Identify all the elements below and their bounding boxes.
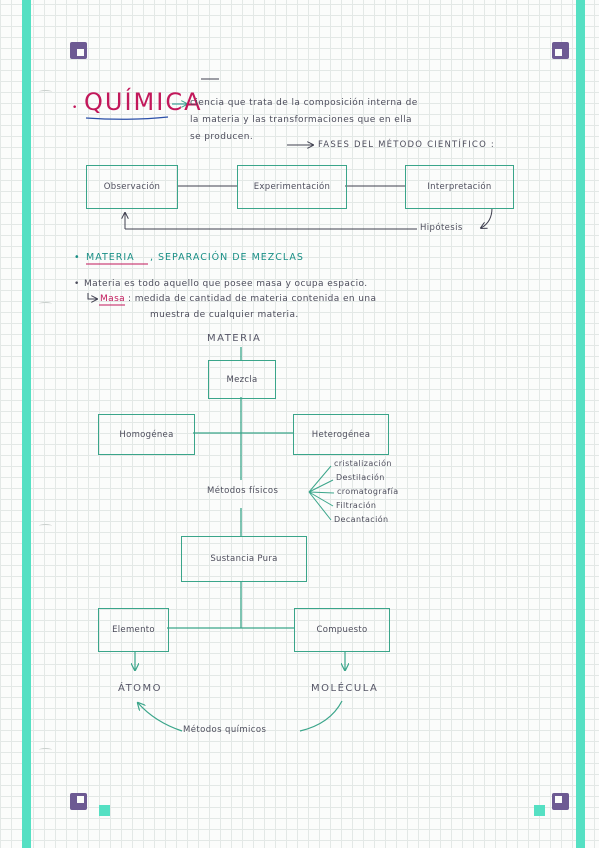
box-experimentacion: Experimentación [237, 165, 347, 209]
box-sustancia-pura-label: Sustancia Pura [210, 554, 278, 564]
corner-tab-bottom-left [70, 793, 87, 810]
physical-methods-label: Métodos físicos [207, 486, 279, 496]
box-homogenea-label: Homogénea [119, 429, 174, 440]
box-compuesto: Compuesto [294, 608, 390, 652]
intro-line-2: la materia y las transformaciones que en… [190, 115, 412, 125]
corner-tab-bottom-right [552, 793, 569, 810]
box-observacion: Observación [86, 165, 178, 209]
box-heterogenea: Heterogénea [293, 414, 389, 455]
box-mezcla: Mezcla [208, 360, 276, 399]
definition-bullet: • [74, 279, 80, 289]
left-margin-band [22, 0, 31, 848]
box-heterogenea-label: Heterogénea [311, 429, 371, 440]
method-cristalizacion: cristalización [334, 459, 392, 468]
box-sustancia-pura: Sustancia Pura [181, 536, 307, 582]
diagram-root-label: MATERIA [207, 333, 262, 344]
box-elemento-label: Elemento [112, 625, 155, 635]
corner-square-bottom-right [534, 805, 545, 816]
box-elemento: Elemento [98, 608, 169, 652]
hypothesis-label: Hipótesis [420, 223, 463, 233]
corner-square-bottom-left [99, 805, 110, 816]
mass-definition-line-2: muestra de cualquier materia. [150, 310, 299, 320]
box-compuesto-label: Compuesto [316, 625, 368, 635]
method-cromatografia: cromatografía [337, 487, 399, 496]
section-heading-separator: , [150, 252, 155, 263]
method-destilacion: Destilación [336, 473, 385, 482]
mass-definition-line-1: : medida de cantidad de materia contenid… [128, 294, 377, 304]
hole-mark [39, 748, 52, 752]
hole-mark [39, 524, 52, 528]
box-interpretacion-label: Interpretación [427, 182, 492, 192]
hole-mark [39, 302, 52, 306]
atom-label: ÁTOMO [118, 683, 163, 694]
chemical-methods-label: Métodos químicos [183, 725, 267, 735]
box-interpretacion: Interpretación [405, 165, 514, 209]
right-margin-band [576, 0, 585, 848]
definition-materia: Materia es todo aquello que posee masa y… [84, 279, 368, 289]
box-homogenea: Homogénea [98, 414, 195, 455]
intro-line-1: ciencia que trata de la composición inte… [190, 98, 418, 108]
method-heading: FASES DEL MÉTODO CIENTÍFICO : [318, 140, 495, 150]
page-title: QUÍMICA [84, 88, 203, 116]
corner-tab-top-left [70, 42, 87, 59]
method-filtracion: Filtración [336, 501, 377, 510]
section-heading-materia: MATERIA [86, 252, 135, 263]
intro-line-3: se producen. [190, 132, 254, 142]
hole-mark [39, 90, 52, 94]
corner-tab-top-right [552, 42, 569, 59]
section-heading-separacion: SEPARACIÓN DE MEZCLAS [158, 252, 304, 263]
molecule-label: MOLÉCULA [311, 683, 379, 694]
box-mezcla-label: Mezcla [226, 374, 258, 385]
box-observacion-label: Observación [103, 182, 161, 192]
box-experimentacion-label: Experimentación [253, 182, 331, 192]
section-bullet: • [74, 252, 81, 263]
mass-term: Masa [100, 294, 126, 304]
title-bullet: • [72, 103, 78, 113]
method-decantacion: Decantación [334, 515, 389, 524]
